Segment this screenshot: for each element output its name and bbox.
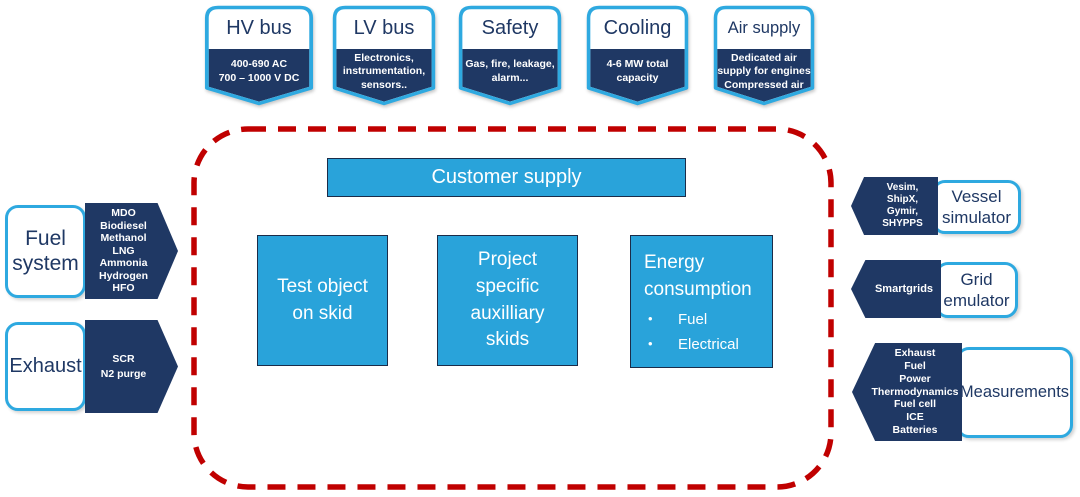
banner-shape [713, 5, 815, 106]
banner-title: Safety [481, 16, 539, 39]
vessel-simulator-label-box: Vessel simulator [932, 180, 1021, 234]
grid-emulator-label-box: Grid emulator [935, 262, 1018, 318]
banner-title: LV bus [353, 16, 415, 39]
bullet-label: Fuel [678, 310, 708, 328]
banner-detail: 400-690 AC 700 – 1000 V DC [218, 58, 300, 84]
banner-cooling: Cooling 4-6 MW total capacity [584, 3, 691, 107]
banner-shape [204, 5, 314, 106]
banner-detail: Electronics, instrumentation, sensors.. [342, 51, 426, 91]
box-project-skids: Project specific auxilliary skids [437, 235, 578, 366]
banner-shape [458, 5, 562, 106]
banner-hv-bus: HV bus 400-690 AC 700 – 1000 V DC [202, 3, 316, 107]
banner-title: HV bus [226, 16, 292, 39]
measurements-label-box: Measurements [956, 347, 1073, 438]
banner-title: Cooling [603, 16, 672, 39]
banner-safety: Safety Gas, fire, leakage, alarm... [456, 3, 564, 107]
box-energy-consumption: Energy consumption • Fuel • Electrical [630, 235, 773, 368]
bullet-label: Electrical [678, 335, 739, 353]
energy-consumption-title: Energy consumption [644, 252, 752, 300]
box-test-object: Test object on skid [257, 235, 388, 366]
measurements-arrow: Exhaust Fuel Power Thermodynamics Fuel c… [852, 343, 962, 441]
fuel-system-label-box: Fuel system [5, 205, 86, 298]
bullet-icon: • [648, 310, 653, 326]
fuel-system-arrow: MDO Biodiesel Methanol LNG Ammonia Hydro… [85, 203, 178, 299]
banner-shape [332, 5, 436, 106]
bullet-item: • Electrical [644, 336, 766, 354]
test-cell-boundary [191, 126, 834, 490]
banner-title: Air supply [727, 18, 801, 37]
bullet-item: • Fuel [644, 311, 766, 329]
exhaust-arrow: SCR N2 purge [85, 320, 178, 413]
exhaust-label-box: Exhaust [5, 322, 86, 411]
customer-supply-bar: Customer supply [327, 158, 686, 197]
vessel-simulator-arrow: Vesim, ShipX, Gymir, SHYPPS [851, 177, 938, 235]
banner-air-supply: Air supply Dedicated air supply for engi… [711, 3, 817, 107]
banner-detail: Gas, fire, leakage, alarm... [465, 58, 555, 84]
banner-detail: 4-6 MW total capacity [606, 58, 669, 84]
banner-lv-bus: LV bus Electronics, instrumentation, sen… [330, 3, 438, 107]
banner-detail: Dedicated air supply for engines Compres… [717, 51, 811, 91]
banner-shape [586, 5, 689, 106]
bullet-icon: • [648, 335, 653, 351]
grid-emulator-arrow: Smartgrids [851, 260, 941, 318]
